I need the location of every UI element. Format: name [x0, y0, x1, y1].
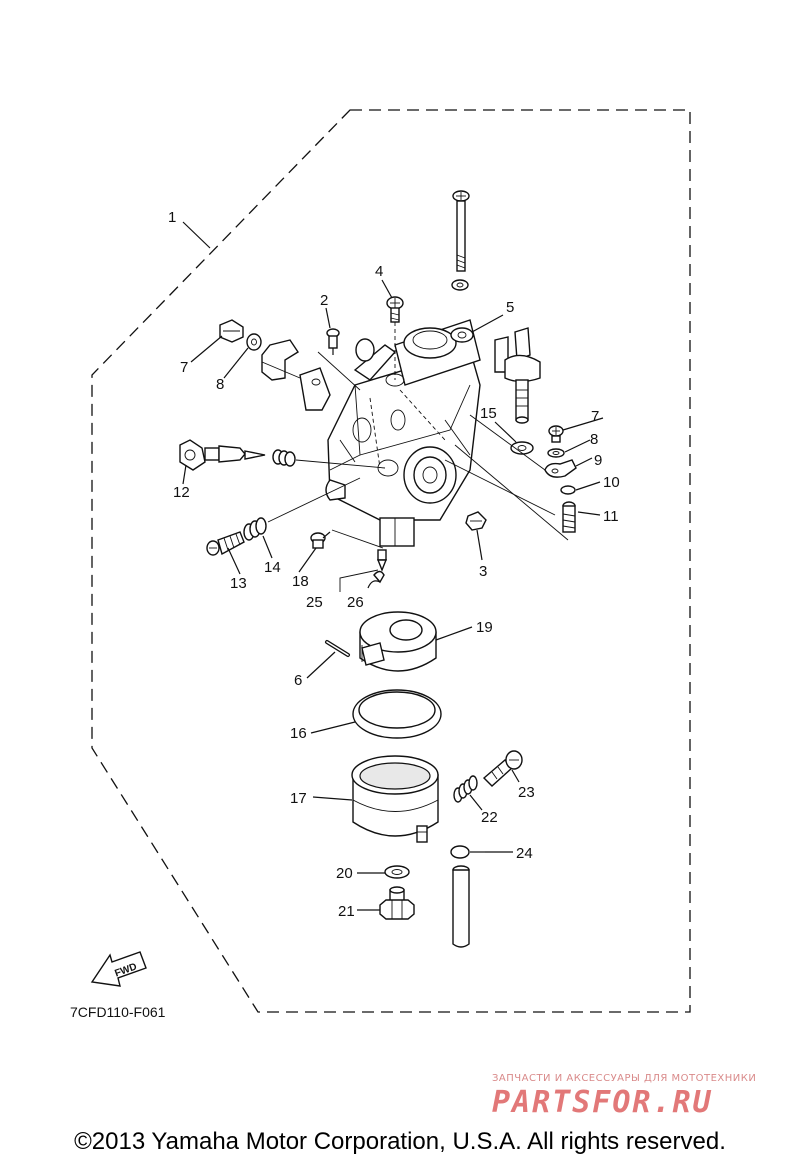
callout-17: 17 — [290, 790, 307, 807]
callout-26: 26 — [347, 594, 364, 611]
drain-bolt-21 — [379, 886, 415, 920]
clamp-9 — [544, 459, 577, 478]
fwd-arrow-icon: FWD — [90, 951, 147, 987]
callout-16: 16 — [290, 725, 307, 742]
callout-7-right: 7 — [591, 408, 599, 425]
float-pin-6 — [325, 640, 350, 657]
drain-screw-23 — [482, 750, 523, 787]
callout-21: 21 — [338, 903, 355, 920]
callout-8-right: 8 — [590, 431, 598, 448]
screw-2 — [326, 328, 340, 355]
callout-9: 9 — [594, 452, 602, 469]
washer-20 — [384, 865, 410, 879]
clip-26 — [367, 570, 385, 589]
leader-lines — [182, 279, 604, 911]
float-19 — [359, 611, 437, 672]
bowl-gasket-16 — [352, 689, 442, 739]
screw-3 — [465, 511, 487, 531]
callout-20: 20 — [336, 865, 353, 882]
callout-5: 5 — [506, 299, 514, 316]
screw-7-right — [548, 425, 564, 443]
callout-2: 2 — [320, 292, 328, 309]
callout-labels: 1 2 3 4 5 6 7 8 9 10 11 12 13 14 15 16 1… — [168, 209, 620, 920]
callout-24: 24 — [516, 845, 533, 862]
callout-6: 6 — [294, 672, 302, 689]
screw-7-left — [219, 319, 244, 343]
callout-23: 23 — [518, 784, 535, 801]
o-ring-10 — [560, 485, 576, 495]
callout-12: 12 — [173, 484, 190, 501]
figure-code: 7CFD110-F061 — [70, 1004, 166, 1020]
callout-10: 10 — [603, 474, 620, 491]
long-bolt — [451, 190, 470, 291]
spring-22 — [453, 775, 478, 803]
callout-18: 18 — [292, 573, 309, 590]
carburetor-body — [325, 319, 481, 547]
callout-11: 11 — [603, 508, 619, 525]
copyright-notice: ©2013 Yamaha Motor Corporation, U.S.A. A… — [74, 1128, 726, 1155]
washer-8-left — [246, 333, 262, 351]
bracket — [261, 339, 331, 411]
callout-13: 13 — [230, 575, 247, 592]
float-bowl-17 — [351, 755, 439, 843]
throttle-needle — [494, 327, 541, 424]
hose-clip-24 — [450, 845, 485, 859]
watermark-tagline: ЗАПЧАСТИ И АКСЕССУАРЫ ДЛЯ МОТОТЕХНИКИ — [492, 1073, 756, 1084]
spring-14 — [243, 517, 267, 541]
watermark-brand: PARTSFOR.RU — [492, 1085, 713, 1120]
callout-8-left: 8 — [216, 376, 224, 393]
float-needle-25 — [376, 549, 388, 572]
callout-25: 25 — [306, 594, 323, 611]
callout-7-left: 7 — [180, 359, 188, 376]
callout-14: 14 — [264, 559, 281, 576]
washer-8-right — [547, 448, 565, 458]
assembly-boundary — [91, 109, 691, 1013]
callout-1: 1 — [168, 209, 176, 226]
washer-15 — [510, 441, 534, 455]
callout-19: 19 — [476, 619, 493, 636]
callout-3: 3 — [479, 563, 487, 580]
drain-tube — [452, 865, 470, 948]
spring-12 — [272, 449, 296, 467]
screw-11 — [562, 501, 576, 533]
screw-4 — [386, 296, 404, 323]
callout-4: 4 — [375, 263, 383, 280]
screw-18 — [310, 531, 331, 549]
callout-15: 15 — [480, 405, 497, 422]
callout-22: 22 — [481, 809, 498, 826]
throttle-stop-screw-13 — [206, 531, 245, 556]
pilot-screw-12 — [179, 439, 266, 471]
